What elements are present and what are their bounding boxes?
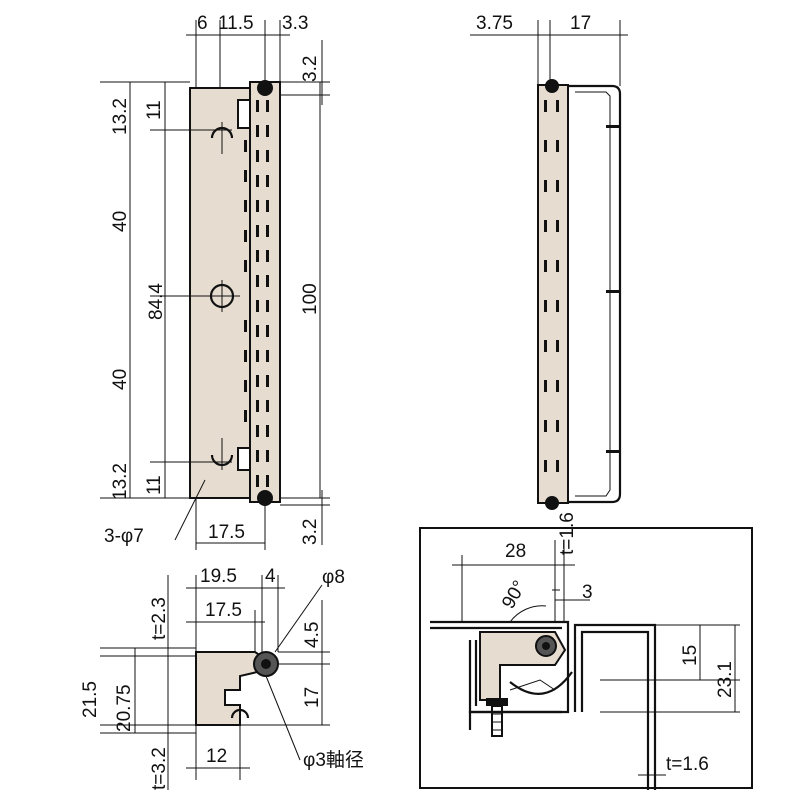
front-dim-3-3: 3.3 [282, 13, 308, 34]
front-dim-84-4: 84.4 [146, 283, 167, 320]
mounting-hole-bottom [150, 438, 234, 470]
front-dim-100: 100 [300, 283, 321, 315]
front-dimension-lines [100, 20, 330, 550]
top-dim-17: 17 [302, 687, 323, 708]
hinge-knuckle-front [249, 81, 281, 503]
top-dim-t-3-2: t=3.2 [149, 747, 170, 790]
top-dim-t-2-3: t=2.3 [149, 597, 170, 640]
top-dim-4-5: 4.5 [302, 622, 323, 648]
side-dim-3-75: 3.75 [476, 13, 513, 34]
side-slot-pattern [544, 100, 620, 472]
top-axis-label: φ3軸径 [303, 749, 364, 771]
side-view: 3.75 17 [470, 13, 628, 510]
install-detail-view: 28 t=1.6 90° 3 15 23.1 t=1.6 [419, 512, 753, 790]
detail-door-panel [430, 620, 570, 730]
detail-swing-arc [509, 671, 573, 695]
front-dim-13-2-top: 13.2 [110, 98, 131, 135]
detail-screw [486, 698, 508, 737]
top-dim-19-5: 19.5 [200, 566, 237, 587]
front-dim-6: 6 [197, 13, 208, 34]
detail-dim-23-1: 23.1 [715, 661, 736, 698]
front-dim-3-2-top: 3.2 [300, 56, 321, 82]
detail-dim-t-1-6: t=1.6 [666, 754, 709, 775]
side-dimension-lines [470, 20, 628, 86]
top-dim-21-5: 21.5 [80, 681, 101, 718]
detail-dim-15: 15 [680, 645, 701, 666]
detail-dim-28: 28 [505, 541, 526, 562]
detail-dim-t-1-6-top: t=1.6 [557, 512, 578, 555]
side-dim-17: 17 [570, 13, 591, 34]
detail-dimension-lines [452, 540, 740, 776]
front-dim-40-bottom: 40 [110, 369, 131, 390]
top-view: t=2.3 21.5 20.75 t=3.2 19.5 4 17.5 φ8 4.… [80, 566, 364, 790]
front-view: 6 11.5 3.3 3.2 13.2 11 40 84.4 40 13.2 1… [100, 13, 330, 550]
mounting-hole-top [150, 122, 234, 154]
detail-dim-3: 3 [582, 582, 593, 603]
front-dim-11-bottom: 11 [144, 475, 165, 495]
knuckle-slot-pattern [244, 100, 269, 487]
front-dim-3-2-bottom: 3.2 [300, 519, 321, 545]
detail-angle-arc [509, 605, 547, 623]
front-dim-11-5: 11.5 [218, 13, 254, 34]
front-dim-17-5: 17.5 [208, 522, 245, 543]
top-dim-20-75: 20.75 [114, 684, 135, 732]
top-dim-17-5: 17.5 [205, 600, 242, 621]
top-dim-12: 12 [206, 746, 227, 767]
top-dimension-lines [100, 575, 330, 790]
side-knuckle [537, 84, 569, 504]
hinge-plate-front [189, 87, 251, 499]
top-dim-phi-8: φ8 [322, 567, 345, 588]
detail-frame-panel [573, 623, 657, 790]
front-dim-40-top: 40 [110, 211, 131, 232]
front-dim-13-2-bottom: 13.2 [110, 463, 131, 500]
front-hole-label: 3-φ7 [104, 526, 144, 547]
top-dim-4: 4 [265, 566, 276, 587]
side-leaf-outline [568, 84, 622, 504]
front-dim-11-top: 11 [144, 100, 165, 120]
